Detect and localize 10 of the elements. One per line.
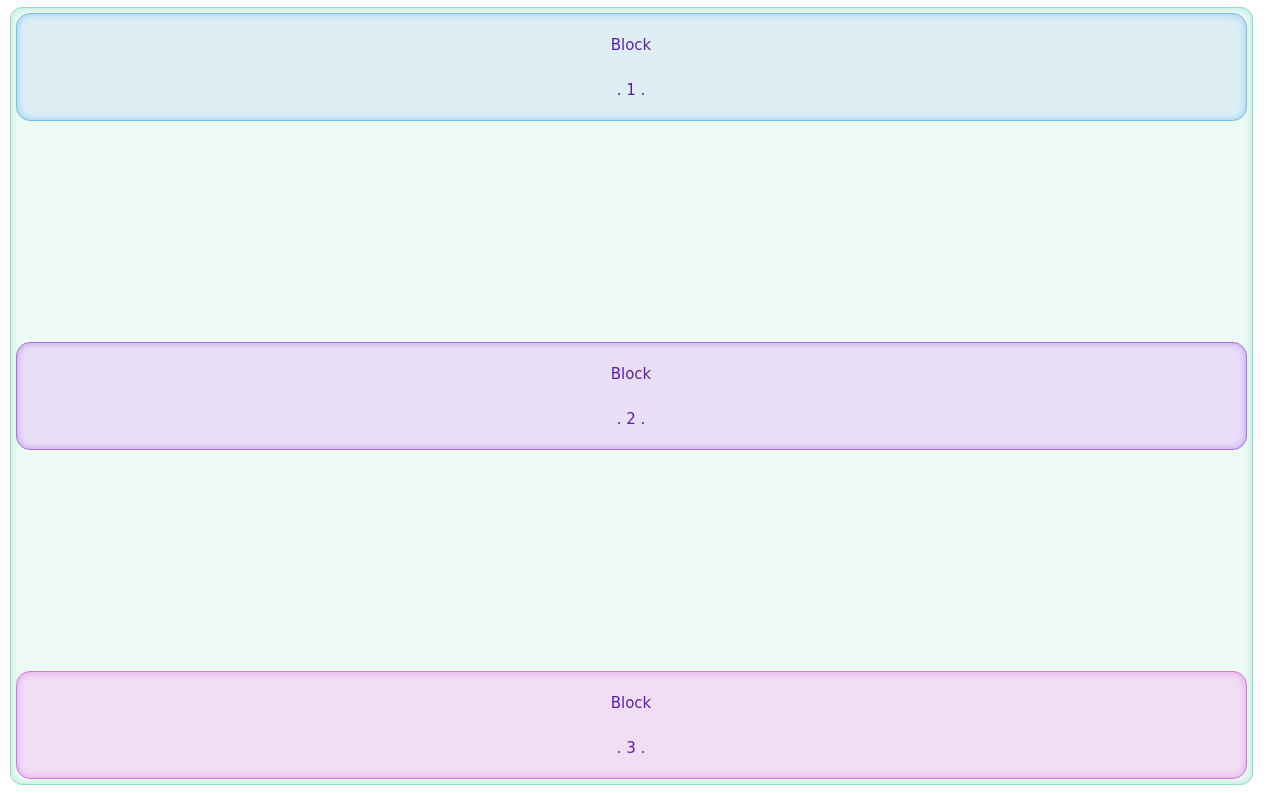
block-title: Block — [610, 364, 652, 383]
block-panel — [15, 341, 1247, 450]
block-panel — [15, 12, 1247, 121]
block-number: . 2 . — [616, 409, 646, 428]
block-number: . 3 . — [616, 738, 646, 757]
block-panel — [15, 670, 1247, 779]
container-panel — [10, 7, 1253, 785]
block-title: Block — [610, 693, 652, 712]
block-number: . 1 . — [616, 80, 646, 99]
block-title: Block — [610, 35, 652, 54]
